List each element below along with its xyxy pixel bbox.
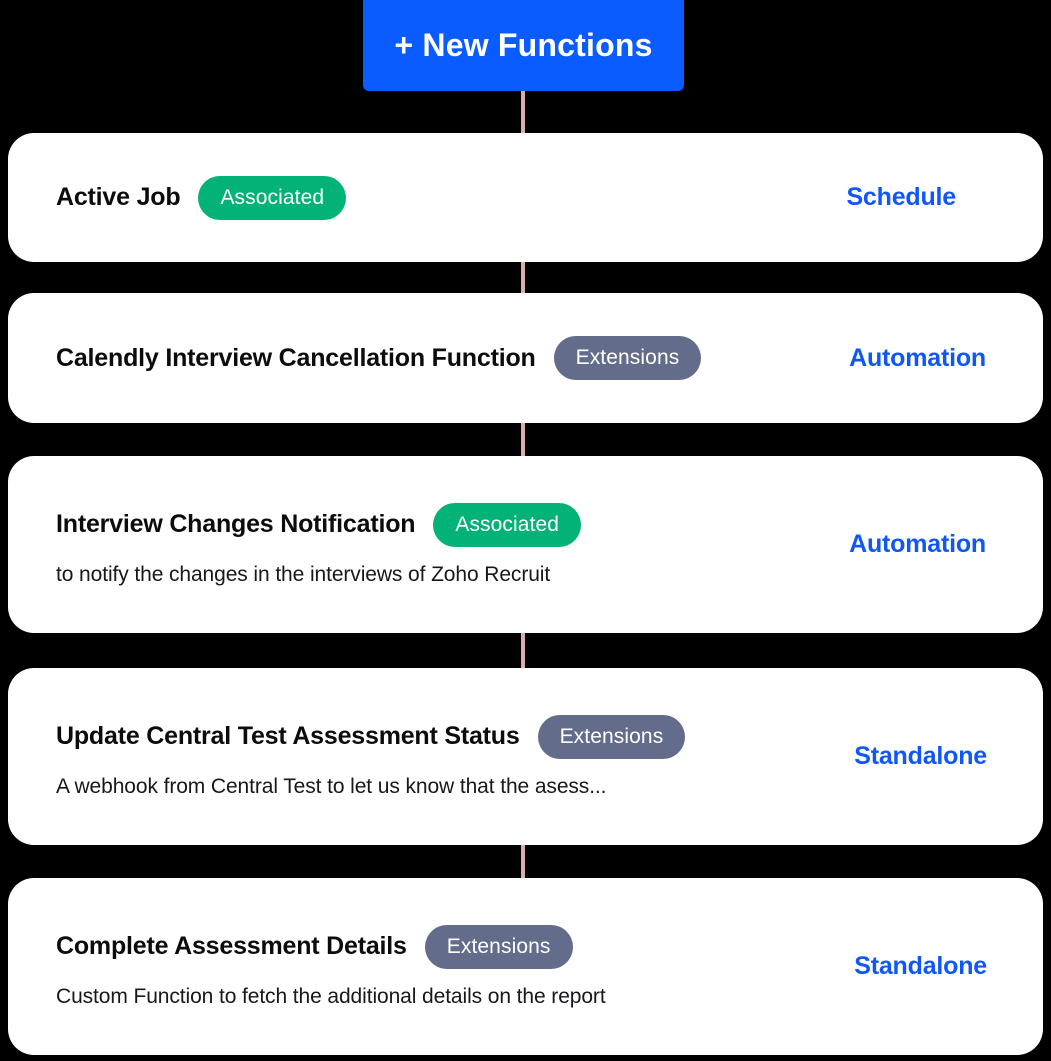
function-title: Active Job <box>56 183 181 211</box>
function-badge: Extensions <box>553 336 702 380</box>
function-title: Update Central Test Assessment Status <box>56 722 520 750</box>
function-card-main: Update Central Test Assessment Status Ex… <box>56 714 686 799</box>
function-card-main: Interview Changes Notification Associate… <box>56 502 582 587</box>
function-type-link[interactable]: Standalone <box>854 952 987 980</box>
function-card-main: Complete Assessment Details Extensions C… <box>56 924 606 1009</box>
function-title: Interview Changes Notification <box>56 510 416 538</box>
function-title: Complete Assessment Details <box>56 932 407 960</box>
function-card[interactable]: Active Job Associated Schedule <box>8 133 1043 262</box>
function-title: Calendly Interview Cancellation Function <box>56 343 536 372</box>
function-badge: Extensions <box>424 924 573 969</box>
function-card-main: Calendly Interview Cancellation Function… <box>56 336 702 380</box>
function-badge: Extensions <box>537 714 686 759</box>
function-description: to notify the changes in the interviews … <box>56 562 551 586</box>
function-type-link[interactable]: Schedule <box>846 183 956 211</box>
function-card[interactable]: Calendly Interview Cancellation Function… <box>8 293 1043 423</box>
function-title-row: Interview Changes Notification Associate… <box>56 502 582 547</box>
function-title-row: Complete Assessment Details Extensions <box>56 924 606 969</box>
function-type-link[interactable]: Automation <box>849 530 986 558</box>
function-card[interactable]: Interview Changes Notification Associate… <box>8 456 1043 633</box>
function-badge: Associated <box>198 175 347 220</box>
function-title-row: Calendly Interview Cancellation Function… <box>56 336 702 380</box>
function-card-main: Active Job Associated <box>56 175 347 220</box>
new-functions-button[interactable]: + New Functions <box>363 0 684 91</box>
function-type-link[interactable]: Automation <box>849 343 986 372</box>
function-card[interactable]: Complete Assessment Details Extensions C… <box>8 878 1043 1055</box>
function-title-row: Update Central Test Assessment Status Ex… <box>56 714 686 759</box>
function-card[interactable]: Update Central Test Assessment Status Ex… <box>8 668 1043 845</box>
function-description: A webhook from Central Test to let us kn… <box>56 774 607 798</box>
function-description: Custom Function to fetch the additional … <box>56 984 606 1008</box>
function-badge: Associated <box>433 502 582 547</box>
function-title-row: Active Job Associated <box>56 175 347 220</box>
function-type-link[interactable]: Standalone <box>854 742 987 770</box>
